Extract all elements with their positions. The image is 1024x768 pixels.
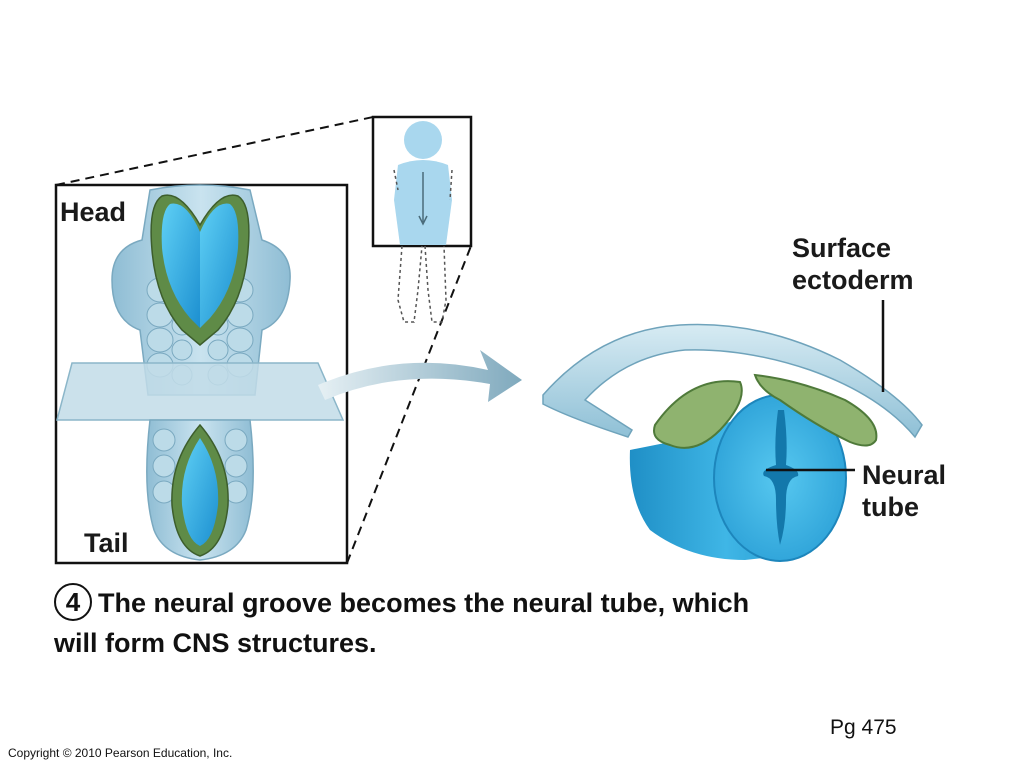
neural-crest-left bbox=[653, 380, 743, 449]
label-neural-tube: Neural tube bbox=[862, 459, 946, 524]
caption-text-line2: will form CNS structures. bbox=[54, 627, 377, 658]
embryo-body bbox=[111, 184, 291, 396]
transition-arrow bbox=[318, 350, 522, 402]
step-number-badge: 4 bbox=[54, 582, 92, 621]
label-surface-ectoderm-line1: Surface bbox=[792, 233, 892, 263]
neural-crest-right bbox=[753, 373, 878, 447]
copyright-notice: Copyright © 2010 Pearson Education, Inc. bbox=[8, 746, 233, 760]
label-surface-ectoderm: Surface ectoderm bbox=[792, 232, 914, 297]
zoom-connector-lines bbox=[55, 116, 472, 564]
page-reference: Pg 475 bbox=[830, 716, 897, 739]
embryo-inset bbox=[371, 115, 473, 323]
neural-tube-cross-section bbox=[542, 300, 923, 562]
dorsal-view-panel bbox=[54, 183, 349, 565]
embryo-silhouette bbox=[394, 121, 452, 245]
central-canal bbox=[763, 410, 799, 545]
label-surface-ectoderm-line2: ectoderm bbox=[792, 265, 914, 296]
label-neural-tube-line2: tube bbox=[862, 492, 919, 523]
embryo-tail-region bbox=[146, 419, 254, 561]
label-neural-tube-line1: Neural bbox=[862, 460, 947, 490]
surface-ectoderm-sheet bbox=[542, 323, 923, 439]
label-tail: Tail bbox=[84, 528, 129, 558]
embryo-legs-outline bbox=[393, 169, 453, 323]
cutting-plane bbox=[56, 362, 345, 421]
label-head: Head bbox=[60, 197, 127, 227]
caption-text-line1: The neural groove becomes the neural tub… bbox=[98, 588, 750, 618]
